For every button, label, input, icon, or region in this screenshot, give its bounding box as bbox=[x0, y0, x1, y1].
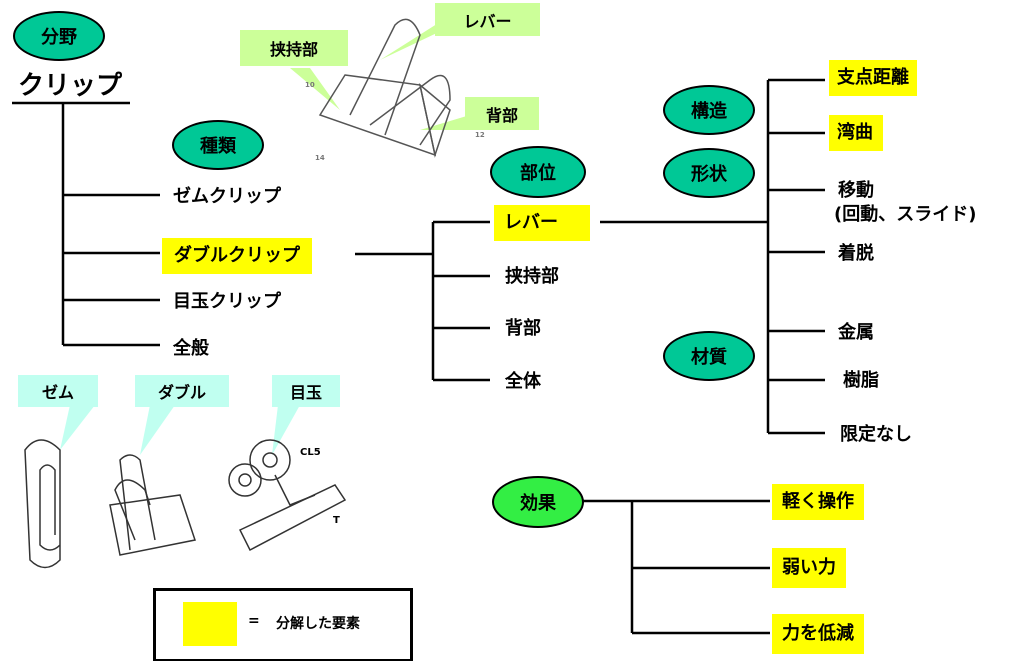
svg-text:10: 10 bbox=[305, 81, 315, 89]
type-gem-clip: ゼムクリップ bbox=[173, 186, 281, 207]
callout-double: ダブル bbox=[135, 375, 229, 407]
svg-text:CL5: CL5 bbox=[300, 447, 321, 458]
effect-weak-force: 弱い力 bbox=[772, 548, 846, 588]
attr-move: 移動 bbox=[838, 180, 874, 201]
double-clip-icon bbox=[109, 454, 196, 556]
gem-clip-icon bbox=[24, 439, 61, 569]
svg-text:T: T bbox=[333, 515, 340, 526]
type-double-clip: ダブルクリップ bbox=[162, 238, 312, 274]
type-general: 全般 bbox=[173, 338, 209, 359]
effect-light-operation: 軽く操作 bbox=[772, 484, 864, 520]
svg-text:12: 12 bbox=[475, 131, 485, 139]
callout-eye: 目玉 bbox=[272, 375, 340, 407]
attr-detach: 着脱 bbox=[838, 243, 874, 264]
part-clamp: 挟持部 bbox=[505, 266, 559, 287]
clip-drawings: CL5 T bbox=[24, 439, 347, 569]
badge-material: 材質 bbox=[663, 331, 755, 381]
attr-curve: 湾曲 bbox=[829, 115, 883, 151]
badge-types: 種類 bbox=[172, 120, 264, 170]
callout-lever: レバー bbox=[435, 3, 540, 36]
callout-gem: ゼム bbox=[18, 375, 98, 407]
legend-swatch bbox=[183, 602, 237, 646]
field-title: クリップ bbox=[18, 71, 123, 101]
attr-resin: 樹脂 bbox=[843, 370, 879, 391]
eye-clip-icon: CL5 T bbox=[228, 439, 347, 552]
legend-eq: = bbox=[248, 613, 260, 629]
svg-text:14: 14 bbox=[315, 154, 325, 162]
double-clip-figure: 10 11 12 14 bbox=[305, 18, 485, 162]
attr-unlimited: 限定なし bbox=[840, 424, 912, 445]
attr-fulcrum-distance: 支点距離 bbox=[829, 60, 917, 96]
badge-shape: 形状 bbox=[663, 148, 755, 198]
type-eye-clip: 目玉クリップ bbox=[173, 291, 281, 312]
attr-move-detail: (回動、スライド) bbox=[834, 204, 977, 225]
badge-effect: 効果 bbox=[492, 476, 584, 528]
callout-clamp: 挟持部 bbox=[240, 30, 348, 66]
part-back: 背部 bbox=[505, 318, 541, 339]
attr-metal: 金属 bbox=[838, 322, 874, 343]
badge-structure: 構造 bbox=[663, 85, 755, 135]
legend: = 分解した要素 bbox=[153, 588, 413, 661]
part-whole: 全体 bbox=[505, 371, 541, 392]
badge-parts: 部位 bbox=[490, 146, 586, 198]
callout-back: 背部 bbox=[465, 97, 539, 130]
legend-text: 分解した要素 bbox=[276, 616, 360, 632]
part-lever: レバー bbox=[494, 205, 590, 241]
effect-reduce-force: 力を低減 bbox=[772, 614, 864, 654]
badge-field: 分野 bbox=[13, 11, 105, 61]
